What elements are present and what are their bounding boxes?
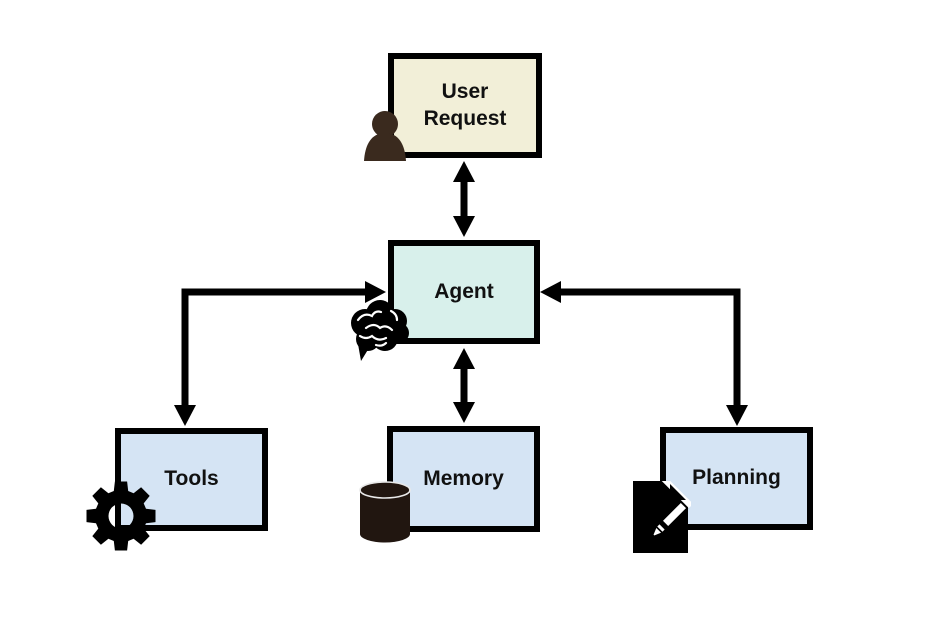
database-icon bbox=[359, 481, 411, 543]
agent-label: Agent bbox=[434, 279, 494, 303]
arrow-user-request-agent bbox=[453, 161, 475, 237]
arrowhead-left bbox=[540, 281, 561, 303]
user-request-node: User Request bbox=[388, 53, 542, 158]
arrowhead-down bbox=[453, 402, 475, 423]
arrow-agent-memory bbox=[453, 348, 475, 423]
document-pencil-icon bbox=[633, 481, 691, 553]
arrowhead-down bbox=[453, 216, 475, 237]
memory-node: Memory bbox=[387, 426, 540, 532]
arrow-agent-planning bbox=[540, 281, 748, 426]
user-request-label: User Request bbox=[423, 80, 507, 130]
agent-node: Agent bbox=[388, 240, 540, 344]
gear-icon bbox=[86, 481, 156, 551]
arrowhead-up bbox=[453, 348, 475, 369]
arrowhead-up bbox=[453, 161, 475, 182]
memory-label: Memory bbox=[423, 466, 504, 490]
brain-icon bbox=[351, 300, 409, 361]
planning-label: Planning bbox=[692, 466, 781, 490]
arrowhead-down bbox=[174, 405, 196, 426]
tools-label: Tools bbox=[164, 467, 219, 491]
arrowhead-down bbox=[726, 405, 748, 426]
person-icon bbox=[364, 111, 406, 161]
